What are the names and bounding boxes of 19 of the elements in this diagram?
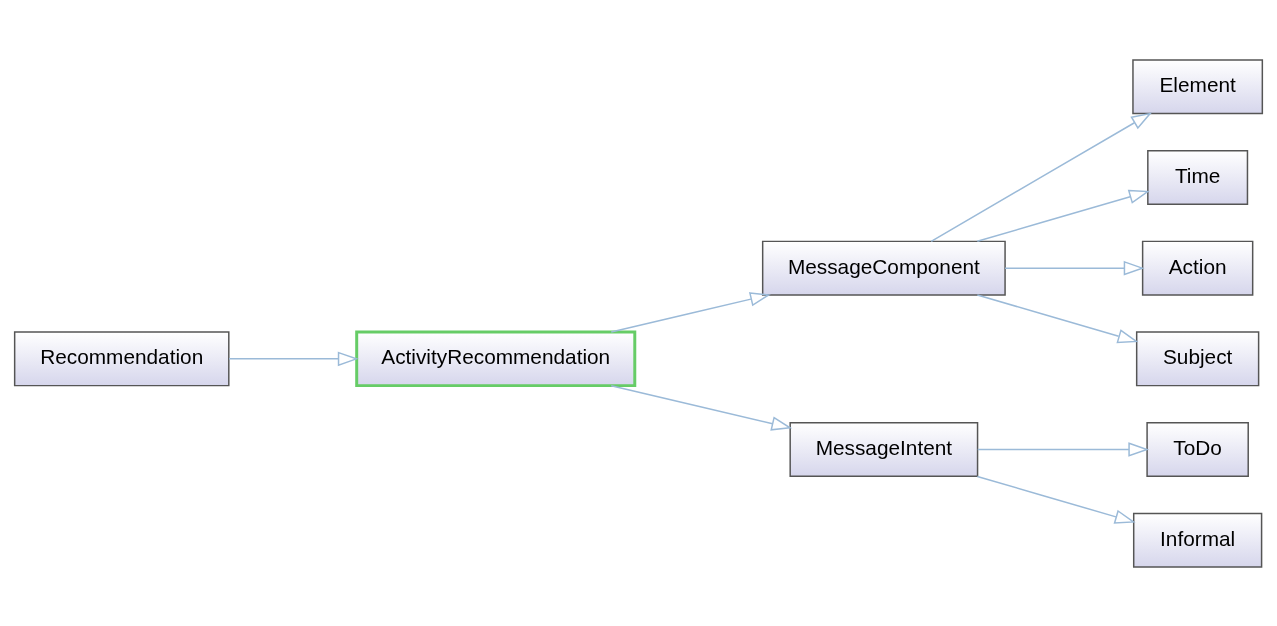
arrow bbox=[930, 111, 1153, 242]
node-box: Subject bbox=[1135, 330, 1260, 386]
arrow bbox=[977, 441, 1150, 457]
node-box: MessageIntent bbox=[789, 421, 979, 477]
arrow bbox=[610, 291, 771, 333]
node-box: MessageComponent bbox=[761, 240, 1006, 296]
arrow bbox=[610, 384, 793, 431]
node-box: Action bbox=[1141, 240, 1254, 296]
node-box: Time bbox=[1147, 149, 1249, 205]
arrow bbox=[976, 475, 1136, 524]
node-box: Informal bbox=[1132, 512, 1263, 568]
arrow bbox=[228, 351, 359, 366]
node-box: Element bbox=[1132, 58, 1264, 114]
node-box: ToDo bbox=[1146, 421, 1249, 477]
arrow bbox=[976, 293, 1139, 343]
arrow bbox=[976, 189, 1150, 242]
arrow bbox=[1004, 260, 1145, 275]
node-box: ActivityRecommendation bbox=[355, 330, 637, 387]
node-box: Recommendation bbox=[13, 330, 230, 386]
